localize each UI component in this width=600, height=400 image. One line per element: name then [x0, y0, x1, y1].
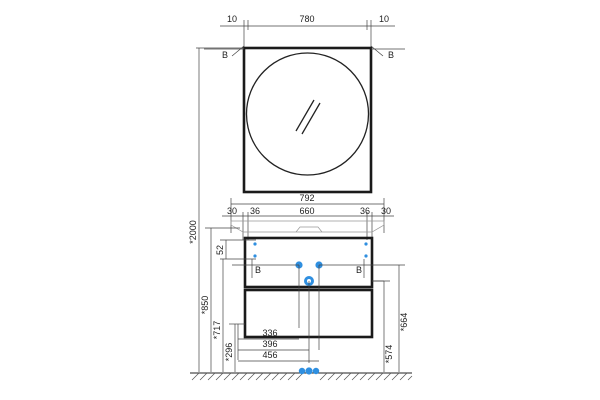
mount-point-top-left	[253, 242, 257, 246]
mount-point-bottom-right	[364, 254, 368, 258]
faucet-outline	[295, 226, 323, 233]
mirror-marker-right: B	[388, 50, 394, 60]
dim-2000: *2000	[188, 220, 198, 244]
left-vertical-dimensions: *2000 *850 *717 *296	[188, 48, 245, 372]
floor-line	[190, 367, 413, 381]
floor-point-center	[305, 367, 313, 375]
dim-574: *574	[384, 345, 394, 364]
cabinet-dim-36-right: 36	[360, 206, 370, 216]
floor-hatching	[191, 372, 413, 381]
right-vertical-dimensions: *574 *664	[372, 264, 409, 372]
dim-456: 456	[262, 350, 277, 360]
dim-396: 396	[262, 339, 277, 349]
mirror-dim-width: 780	[299, 14, 314, 24]
glass-reflection-line-1	[295, 99, 315, 132]
cabinet-dim-52: 52	[215, 245, 225, 255]
mirror-dim-right: 10	[379, 14, 389, 24]
cabinet-marker-right: B	[356, 265, 362, 275]
lower-drawer	[243, 288, 374, 339]
bottom-dimensions: 336 396 456	[237, 324, 319, 362]
cabinet-marker-left: B	[255, 265, 261, 275]
glass-reflection-line-2	[301, 102, 321, 135]
floor-point-right	[312, 367, 320, 375]
cabinet-dimensions: 792 30 36 660 36 30	[222, 193, 394, 240]
floor-point-left	[298, 367, 306, 375]
upper-drawer	[243, 236, 374, 289]
cabinet-dim-30-right: 30	[381, 206, 391, 216]
cabinet-dim-30-left: 30	[227, 206, 237, 216]
dim-664: *664	[399, 313, 409, 332]
dim-717: *717	[212, 321, 222, 340]
mirror-frame	[242, 46, 373, 194]
dim-336: 336	[262, 328, 277, 338]
mirror-marker-left: B	[222, 50, 228, 60]
mirror-dim-left: 10	[227, 14, 237, 24]
mount-point-bottom-left	[253, 254, 257, 258]
cabinet-dim-inner-width: 660	[299, 206, 314, 216]
cabinet-dim-36-left: 36	[250, 206, 260, 216]
round-mirror	[245, 52, 370, 176]
washbasin-outline	[230, 220, 385, 233]
vanity-cabinet: 52 B B	[215, 220, 385, 363]
mount-point-top-right	[364, 242, 368, 246]
dim-296: *296	[224, 343, 234, 362]
dim-850: *850	[200, 296, 210, 315]
cabinet-dim-total-width: 792	[299, 193, 314, 203]
mirror-unit: 10 780 10 B B	[196, 14, 405, 194]
